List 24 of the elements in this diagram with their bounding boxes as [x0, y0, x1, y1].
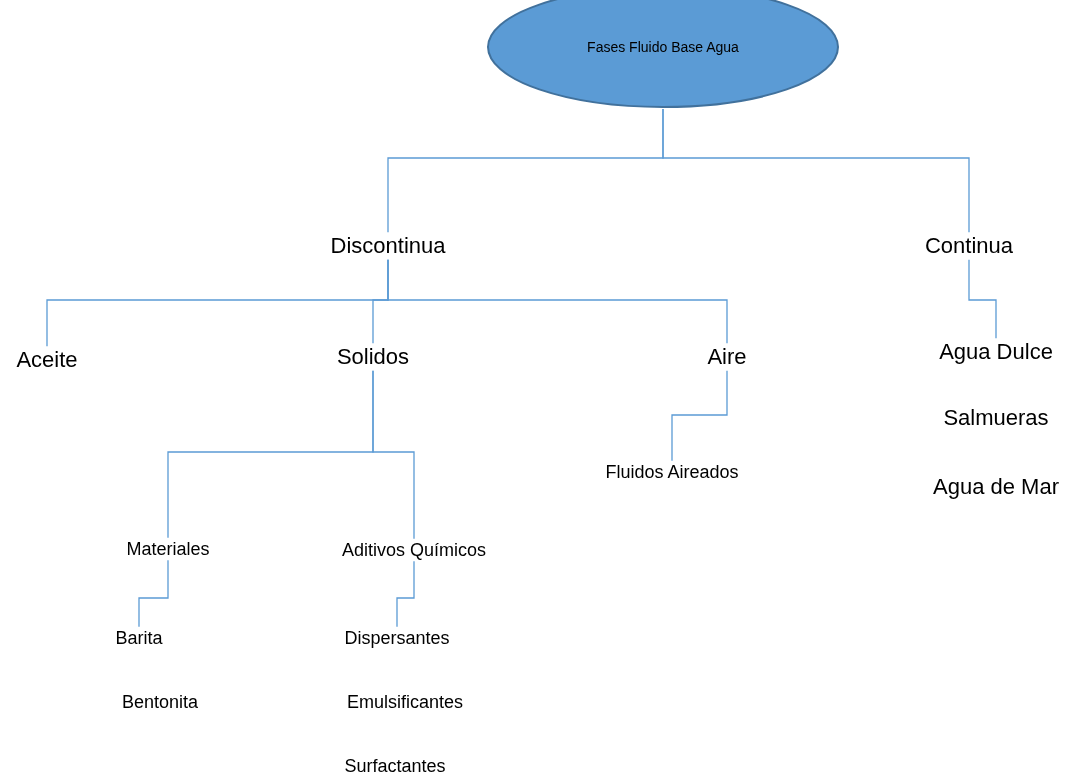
- connector-line: [968, 259, 997, 339]
- connector-line: [372, 370, 415, 540]
- root-title: Fases Fluido Base Agua: [587, 37, 739, 57]
- connector-line: [138, 559, 169, 628]
- category-label: Solidos: [336, 343, 410, 371]
- category-label: Barita: [115, 626, 163, 650]
- category-label: Salmueras: [943, 404, 1049, 432]
- category-label: Agua de Mar: [933, 473, 1059, 501]
- category-label: Aire: [707, 343, 747, 371]
- connector-line: [662, 108, 970, 233]
- category-label: Dispersantes: [344, 626, 450, 650]
- connector-line: [671, 370, 728, 462]
- connector-line: [396, 560, 415, 628]
- category-label: Materiales: [126, 537, 210, 561]
- category-label: Bentonita: [121, 690, 199, 714]
- category-label: Fluidos Aireados: [605, 460, 739, 484]
- category-label: Discontinua: [330, 232, 446, 260]
- category-label: Aditivos Químicos: [342, 538, 486, 562]
- category-label: Continua: [924, 232, 1014, 260]
- category-label: Surfactantes: [344, 754, 446, 778]
- category-label: Emulsificantes: [347, 690, 463, 714]
- category-label: Agua Dulce: [939, 338, 1053, 366]
- connector-line: [387, 259, 728, 344]
- category-label: Aceite: [16, 346, 78, 374]
